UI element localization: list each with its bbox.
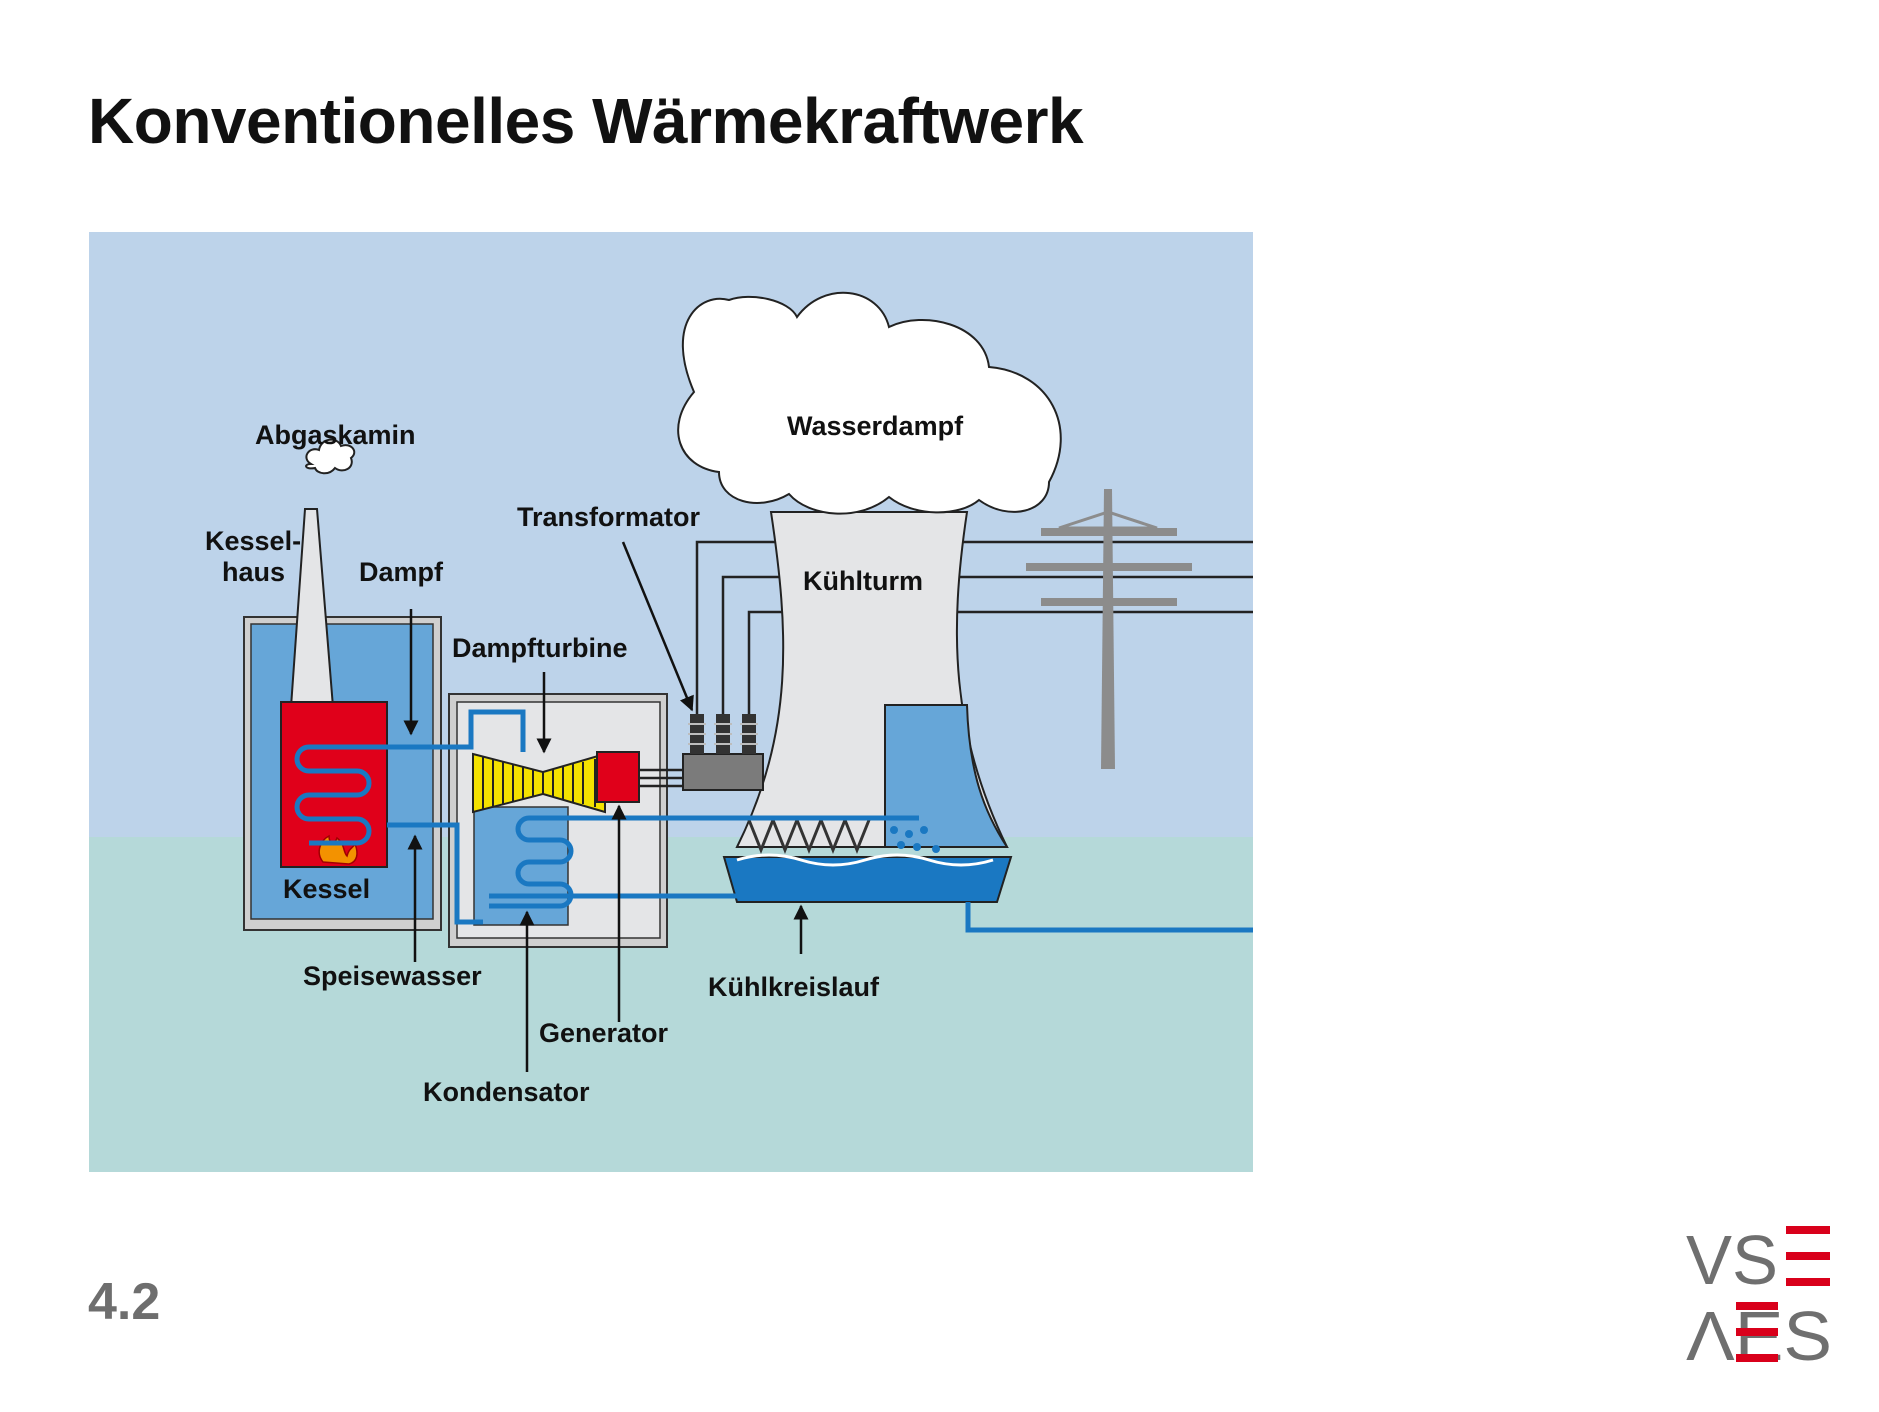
label-kesselhaus-line1: Kessel- <box>205 526 301 556</box>
logo-accent-bars-bottom <box>1736 1302 1778 1362</box>
label-kesselhaus-line2: haus <box>222 557 285 587</box>
label-dampfturbine: Dampfturbine <box>452 633 628 663</box>
label-wasserdampf: Wasserdampf <box>787 411 964 441</box>
vse-aes-logo: VS ΛES <box>1686 1224 1832 1366</box>
pylon-icon <box>1026 489 1192 769</box>
leader-arrows <box>403 541 809 1072</box>
label-speisewasser: Speisewasser <box>303 961 482 991</box>
boiler-coil <box>294 744 431 846</box>
label-kuehlturm: Kühlturm <box>803 566 923 596</box>
cooling-outlet-pipe <box>965 902 1253 933</box>
logo-accent-bars-top <box>1786 1226 1830 1286</box>
label-kessel: Kessel <box>283 874 370 904</box>
steam-pipe <box>387 709 526 752</box>
label-generator: Generator <box>539 1018 669 1048</box>
condenser-coil <box>489 815 919 909</box>
label-abgaskamin: Abgaskamin <box>255 420 416 450</box>
label-kondensator: Kondensator <box>423 1077 590 1107</box>
steam-cloud <box>677 291 1062 515</box>
feed-water-pipe <box>387 822 483 925</box>
generator <box>596 751 640 803</box>
label-transformator: Transformator <box>517 502 701 532</box>
power-plant-diagram: Abgaskamin Kessel- haus Dampf Dampfturbi… <box>89 232 1253 1172</box>
exhaust-puff-icon <box>305 438 356 475</box>
generator-cables <box>639 768 683 788</box>
cooling-fill <box>747 815 871 855</box>
transformer <box>682 753 764 791</box>
page-title: Konventionelles Wärmekraftwerk <box>88 85 1084 157</box>
label-dampf: Dampf <box>359 557 444 587</box>
steam-turbine-icon <box>472 752 606 814</box>
pond-wave <box>736 853 994 867</box>
insulator-ridges <box>688 723 758 745</box>
label-kuehlkreislauf: Kühlkreislauf <box>708 972 880 1002</box>
logo-text-top: VS <box>1686 1224 1778 1299</box>
cooling-tower-shade <box>884 704 1009 848</box>
power-lines <box>695 540 1253 752</box>
page-number: 4.2 <box>88 1273 161 1331</box>
water-drops <box>890 826 940 853</box>
